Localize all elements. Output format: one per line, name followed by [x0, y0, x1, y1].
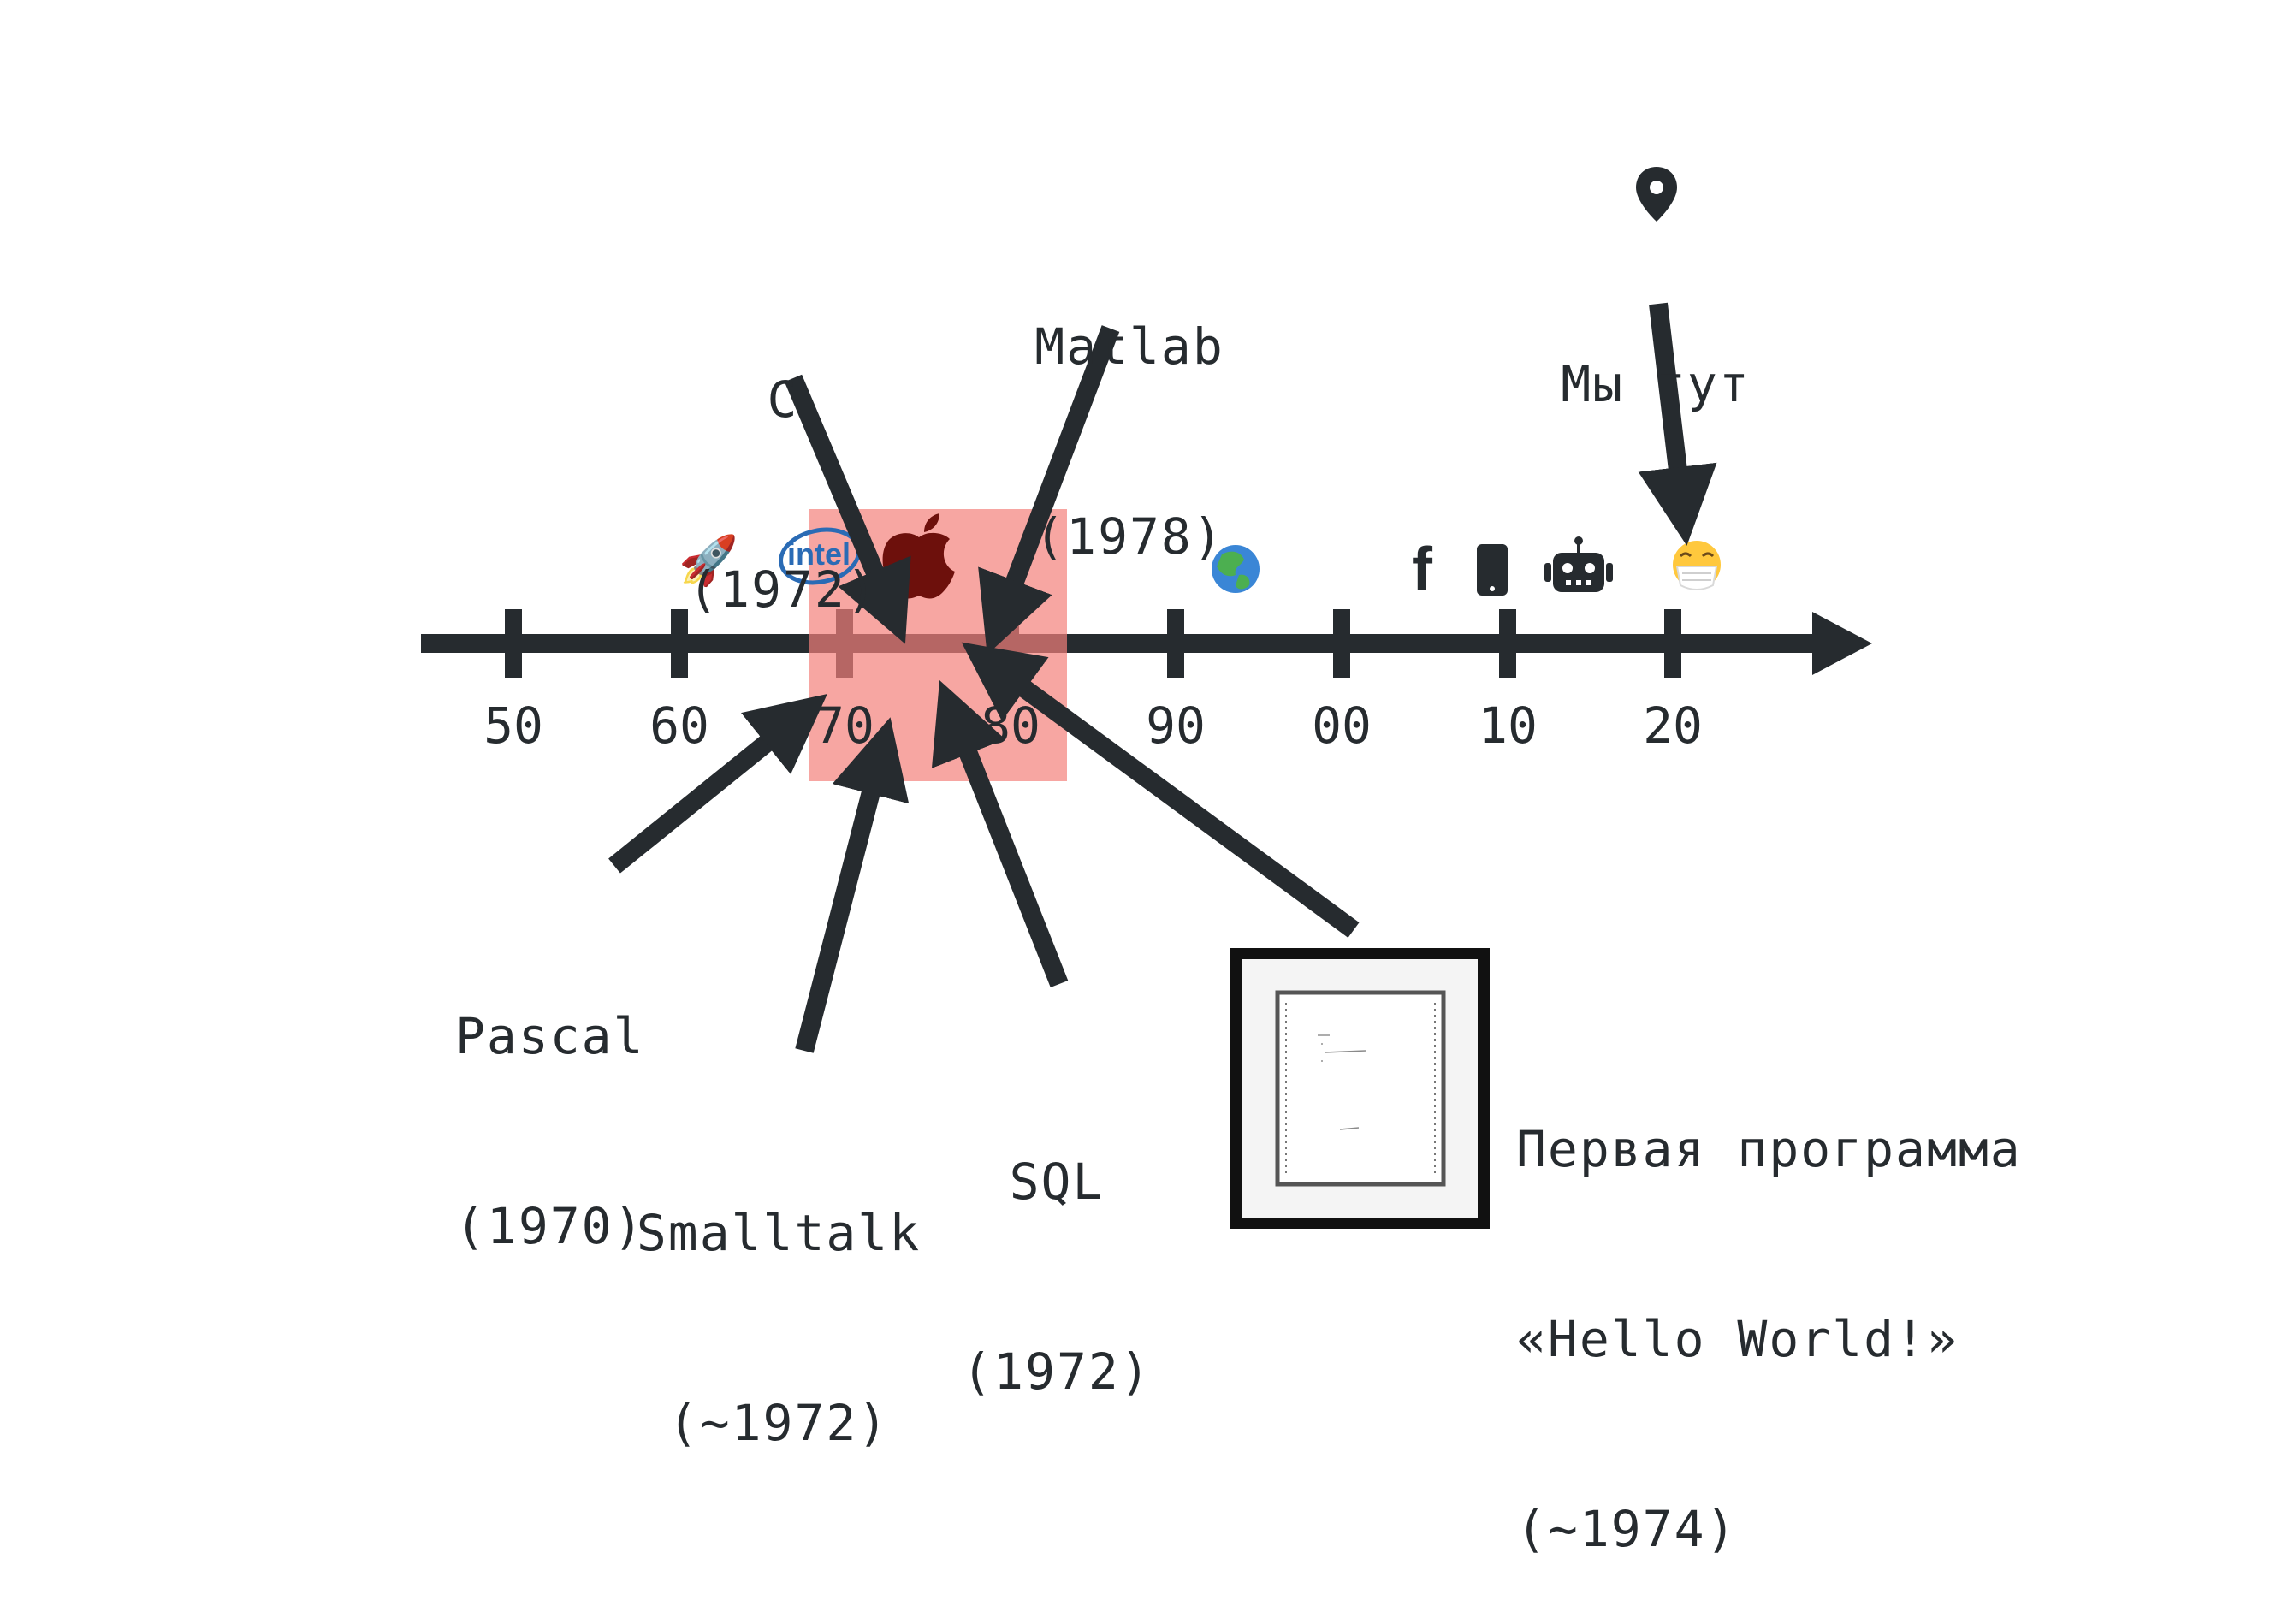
- label-smalltalk-year: (~1972): [667, 1394, 890, 1452]
- label-sql-year: (1972): [962, 1342, 1152, 1401]
- label-we-are-here: Мы тут: [1540, 226, 1771, 479]
- svg-text:f: f: [1412, 536, 1433, 604]
- arrow-we-are-here: [1638, 302, 1717, 546]
- framed-hello-world-printout: [1230, 948, 1490, 1229]
- location-pin-icon: [1636, 167, 1677, 222]
- tick-mark-10: [1499, 609, 1516, 678]
- label-c: C (1972): [680, 241, 886, 685]
- tick-label-10: 10: [1478, 696, 1538, 755]
- label-hello-world-line2: «Hello World!»: [1516, 1310, 1959, 1368]
- facebook-icon: f: [1412, 536, 1433, 604]
- tick-label-90: 90: [1146, 696, 1206, 755]
- arrow-c: [784, 374, 911, 644]
- robot-icon: [1544, 536, 1613, 592]
- label-hello-world-line3: (~1974): [1516, 1500, 1738, 1558]
- label-matlab: Matlab (1978): [1010, 188, 1249, 631]
- label-matlab-year: (1978): [1034, 507, 1224, 566]
- arrow-matlab: [978, 325, 1120, 655]
- timeline-axis: [421, 612, 1872, 675]
- label-we-are-here-text: Мы тут: [1561, 355, 1751, 413]
- arrow-pascal: [608, 693, 827, 874]
- tick-label-60: 60: [649, 696, 709, 755]
- tick-label-00: 00: [1312, 696, 1372, 755]
- tick-label-20: 20: [1643, 696, 1703, 755]
- tick-mark-50: [505, 609, 522, 678]
- mask-face-icon: [1673, 541, 1721, 590]
- label-smalltalk-name: Smalltalk: [636, 1204, 922, 1262]
- pointer-arrows: [608, 302, 1717, 1053]
- arrow-smalltalk: [795, 717, 910, 1053]
- label-pascal: Pascal (1970): [455, 878, 645, 1321]
- label-sql: SQL (1972): [945, 1023, 1168, 1467]
- arrow-sql: [931, 680, 1069, 988]
- svg-text:🚀: 🚀: [679, 533, 738, 589]
- tick-mark-90: [1167, 609, 1184, 678]
- tick-mark-60: [671, 609, 688, 678]
- label-hello-world-line1: Первая программа: [1516, 1120, 2022, 1178]
- rocket-icon: 🚀: [679, 533, 738, 589]
- globe-icon: [1212, 545, 1260, 593]
- label-c-name: C: [767, 370, 799, 429]
- tick-mark-20: [1664, 609, 1681, 678]
- label-pascal-year: (1970): [455, 1197, 645, 1255]
- label-matlab-name: Matlab: [1034, 317, 1224, 376]
- tick-mark-00: [1333, 609, 1350, 678]
- tick-label-70: 70: [815, 696, 874, 755]
- smartphone-icon: [1477, 544, 1508, 596]
- tick-label-50: 50: [483, 696, 543, 755]
- label-smalltalk: Smalltalk (~1972): [633, 1075, 924, 1518]
- label-sql-name: SQL: [1009, 1153, 1105, 1211]
- label-c-year: (1972): [688, 560, 878, 619]
- arrow-hello-world: [961, 642, 1360, 938]
- label-hello-world: Первая программа «Hello World!» (~1974): [1516, 991, 2022, 1624]
- label-pascal-name: Pascal: [455, 1007, 645, 1065]
